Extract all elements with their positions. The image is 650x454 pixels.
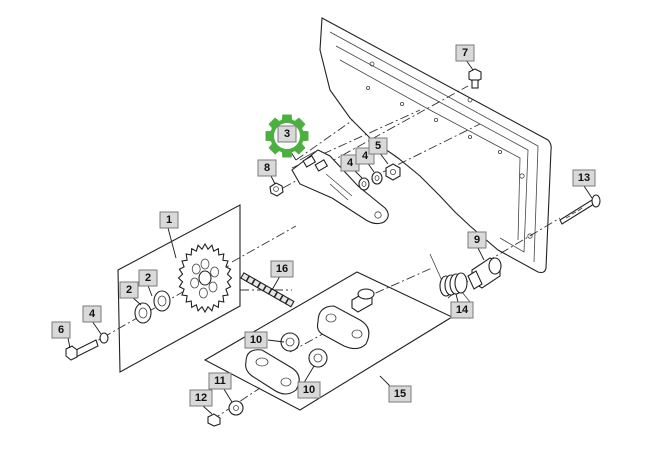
sprocket-hole	[208, 281, 218, 293]
callout-10-lower[interactable]: 10	[297, 381, 321, 399]
sprocket-hole	[190, 277, 200, 289]
callout-5-label: 5	[375, 140, 381, 152]
mounting-plate	[319, 17, 552, 274]
callout-13-label: 13	[578, 172, 590, 184]
callout-9-label: 9	[474, 234, 480, 246]
sprocket-hole	[198, 287, 208, 299]
sprocket-1	[177, 242, 233, 314]
callout-15-label: 15	[394, 388, 406, 400]
callout-11-label: 11	[214, 375, 226, 387]
callout-4-mid-label: 4	[347, 157, 354, 169]
washer-11	[228, 400, 244, 416]
callout-4-left[interactable]: 4	[82, 305, 102, 323]
callout-2-upper[interactable]: 2	[138, 269, 158, 287]
callout-4-mid[interactable]: 4	[340, 154, 360, 172]
nut-12	[207, 413, 221, 427]
link-plate-lower	[245, 349, 300, 395]
rollers-10	[280, 332, 328, 368]
callout-2-lower[interactable]: 2	[119, 281, 139, 299]
callout-3-box	[277, 125, 297, 143]
callout-10-lower-label: 10	[303, 384, 315, 396]
callout-16[interactable]: 16	[270, 260, 294, 278]
callout-10-upper[interactable]: 10	[244, 331, 268, 349]
bolt-7	[468, 68, 482, 89]
chain-link	[284, 297, 295, 308]
sprocket-hub	[198, 270, 212, 286]
callout-9[interactable]: 9	[467, 231, 487, 249]
callout-1[interactable]: 1	[159, 211, 179, 229]
callout-7-label: 7	[462, 47, 468, 59]
sprocket-hole	[191, 263, 201, 275]
callout-3-highlight[interactable]: 3	[265, 114, 309, 158]
callout-3-label: 3	[284, 128, 290, 140]
sprocket-backing-frame	[117, 204, 241, 373]
callout-14-label: 14	[456, 304, 469, 316]
callout-2-upper-label: 2	[145, 272, 151, 284]
callout-6-label: 6	[58, 324, 64, 336]
torsion-spring-14	[429, 253, 471, 303]
link-plate-upper	[316, 305, 370, 350]
roller-chain-16	[240, 272, 295, 308]
callout-1-label: 1	[166, 214, 172, 226]
callout-16-label: 16	[276, 263, 288, 275]
callout-2-lower-label: 2	[126, 284, 132, 296]
link-plate-frame	[203, 271, 454, 411]
callout-12-label: 12	[195, 392, 207, 404]
callout-11[interactable]: 11	[208, 372, 232, 390]
bolt-13	[559, 194, 601, 225]
callout-8[interactable]: 8	[257, 159, 277, 177]
callout-13[interactable]: 13	[572, 169, 596, 187]
sprocket-hole	[200, 258, 210, 270]
callout-10-upper-label: 10	[250, 334, 262, 346]
upper-hardware	[358, 163, 401, 191]
bolt-6	[65, 332, 109, 361]
callout-15[interactable]: 15	[388, 385, 412, 403]
callout-4-left-label: 4	[89, 308, 96, 320]
callout-6[interactable]: 6	[51, 321, 71, 339]
callout-5[interactable]: 5	[368, 137, 388, 155]
callout-4-right-label: 4	[362, 150, 369, 162]
sprocket-hole	[210, 266, 220, 278]
callout-14[interactable]: 14	[450, 301, 474, 319]
pin	[351, 288, 375, 313]
arm-bracket	[291, 149, 389, 225]
callout-7[interactable]: 7	[455, 44, 475, 62]
callout-12[interactable]: 12	[189, 389, 213, 407]
nut-8	[269, 182, 284, 197]
callout-8-label: 8	[264, 162, 270, 174]
bushing-9	[467, 257, 502, 290]
bearings-2	[134, 290, 171, 324]
